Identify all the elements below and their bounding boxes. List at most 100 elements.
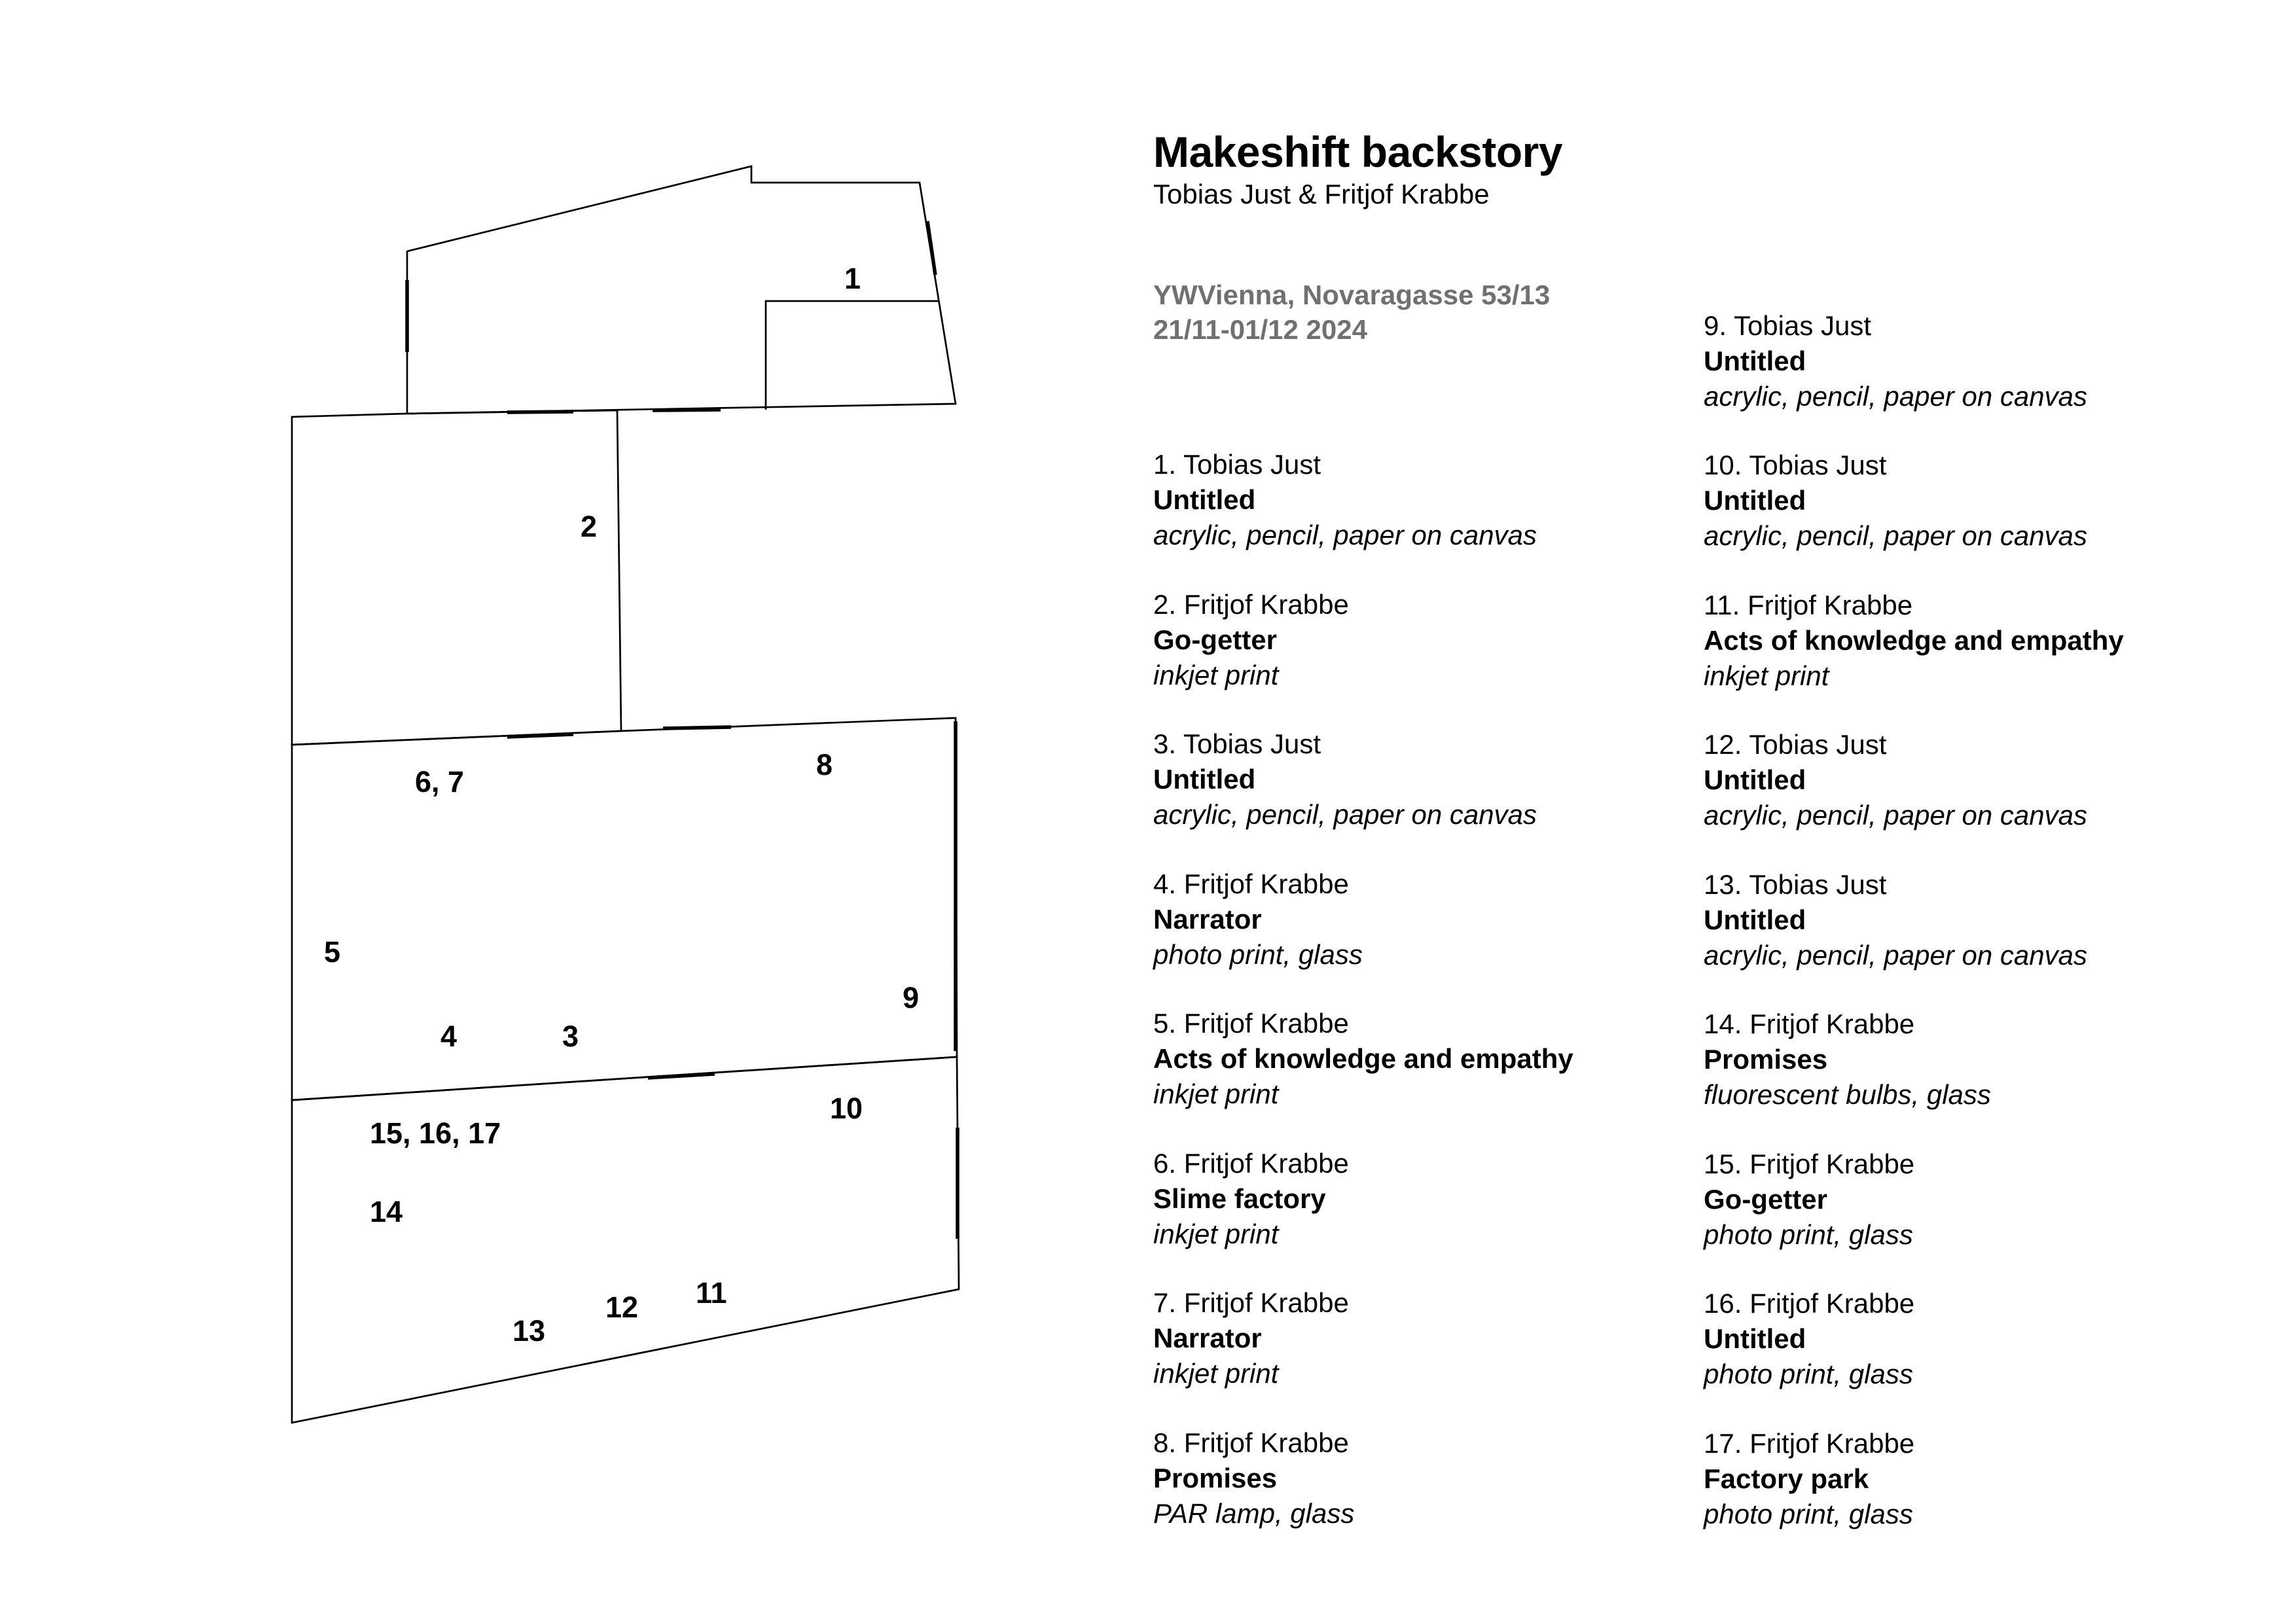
work-title: Acts of knowledge and empathy [1153, 1043, 1573, 1074]
work-number: 2. [1153, 589, 1177, 620]
work-medium: inkjet print [1153, 1079, 1279, 1109]
work-medium: photo print, glass [1153, 939, 1363, 970]
work-entry: 5. Fritjof Krabbe Acts of knowledge and … [1153, 1006, 1573, 1112]
work-entry: 12. Tobias Just Untitled acrylic, pencil… [1704, 727, 2087, 833]
work-artist: Fritjof Krabbe [1749, 1008, 1915, 1039]
work-medium: inkjet print [1153, 1219, 1279, 1249]
position-label: 1 [844, 262, 861, 295]
work-entry: 14. Fritjof Krabbe Promises fluorescent … [1704, 1007, 1991, 1113]
work-medium: photo print, glass [1704, 1219, 1913, 1250]
work-artist: Fritjof Krabbe [1749, 1149, 1915, 1179]
position-label: 3 [562, 1020, 579, 1053]
work-artist: Tobias Just [1733, 310, 1872, 341]
position-label: 11 [696, 1276, 727, 1310]
work-number: 1. [1153, 449, 1177, 480]
window-mark [925, 221, 937, 276]
work-medium: acrylic, pencil, paper on canvas [1153, 799, 1537, 830]
work-artist: Fritjof Krabbe [1183, 1148, 1349, 1179]
position-label: 15, 16, 17 [370, 1116, 501, 1150]
work-number: 12. [1704, 729, 1742, 760]
work-number: 17. [1704, 1428, 1742, 1459]
work-entry: 9. Tobias Just Untitled acrylic, pencil,… [1704, 308, 2087, 414]
work-title: Promises [1153, 1463, 1278, 1493]
work-artist: Fritjof Krabbe [1749, 1428, 1915, 1459]
work-entry: 6. Fritjof Krabbe Slime factory inkjet p… [1153, 1146, 1349, 1252]
position-label: 2 [581, 510, 597, 543]
work-artist: Tobias Just [1183, 449, 1321, 480]
work-entry: 13. Tobias Just Untitled acrylic, pencil… [1704, 867, 2087, 973]
work-number: 8. [1153, 1427, 1177, 1458]
work-number: 16. [1704, 1288, 1742, 1319]
work-number: 3. [1153, 728, 1177, 759]
position-label: 12 [605, 1291, 638, 1324]
work-entry: 3. Tobias Just Untitled acrylic, pencil,… [1153, 726, 1537, 832]
work-artist: Fritjof Krabbe [1183, 868, 1349, 899]
work-entry: 11. Fritjof Krabbe Acts of knowledge and… [1704, 588, 2124, 694]
work-artist: Fritjof Krabbe [1183, 1427, 1349, 1458]
work-entry: 16. Fritjof Krabbe Untitled photo print,… [1704, 1286, 1914, 1392]
work-medium: acrylic, pencil, paper on canvas [1153, 520, 1537, 550]
work-entry: 8. Fritjof Krabbe Promises PAR lamp, gla… [1153, 1425, 1354, 1531]
work-artist: Fritjof Krabbe [1749, 1288, 1915, 1319]
door-mark [647, 1072, 715, 1080]
work-medium: fluorescent bulbs, glass [1704, 1079, 1991, 1110]
work-title: Untitled [1153, 484, 1256, 515]
work-title: Factory park [1704, 1463, 1869, 1494]
position-label: 8 [816, 748, 833, 781]
room-1-inner-wall [764, 300, 939, 410]
work-title: Slime factory [1153, 1183, 1326, 1214]
work-medium: inkjet print [1153, 660, 1279, 690]
work-number: 6. [1153, 1148, 1177, 1179]
position-label: 10 [830, 1092, 863, 1125]
work-title: Acts of knowledge and empathy [1704, 625, 2124, 656]
work-entry: 7. Fritjof Krabbe Narrator inkjet print [1153, 1285, 1349, 1391]
work-artist: Tobias Just [1183, 728, 1321, 759]
door-mark [507, 732, 574, 739]
work-medium: inkjet print [1153, 1358, 1279, 1389]
lower-room-outline [291, 1056, 960, 1424]
work-medium: inkjet print [1704, 660, 1829, 691]
work-title: Go-getter [1704, 1184, 1827, 1215]
work-title: Untitled [1704, 1323, 1806, 1354]
work-entry: 10. Tobias Just Untitled acrylic, pencil… [1704, 448, 2087, 554]
work-artist: Fritjof Krabbe [1747, 590, 1913, 620]
door-mark [662, 725, 732, 730]
work-title: Narrator [1153, 1323, 1262, 1353]
work-medium: photo print, glass [1704, 1359, 1913, 1389]
position-label: 6, 7 [415, 765, 464, 798]
room-1-outline [406, 165, 957, 415]
exhibition-dates: 21/11-01/12 2024 [1153, 314, 1367, 345]
work-number: 5. [1153, 1008, 1177, 1039]
work-artist: Tobias Just [1749, 869, 1887, 900]
work-medium: acrylic, pencil, paper on canvas [1704, 520, 2087, 551]
main-room-outline [291, 717, 958, 1101]
work-medium: acrylic, pencil, paper on canvas [1704, 381, 2087, 412]
work-entry: 2. Fritjof Krabbe Go-getter inkjet print [1153, 587, 1349, 693]
work-entry: 1. Tobias Just Untitled acrylic, pencil,… [1153, 447, 1537, 553]
work-number: 9. [1704, 310, 1727, 341]
venue-address: YWVienna, Novaragasse 53/13 [1153, 279, 1551, 310]
work-artist: Fritjof Krabbe [1183, 589, 1349, 620]
work-number: 14. [1704, 1008, 1742, 1039]
work-number: 15. [1704, 1149, 1742, 1179]
position-label: 13 [512, 1314, 545, 1347]
work-artist: Tobias Just [1749, 450, 1887, 480]
exhibition-title: Makeshift backstory [1153, 128, 1563, 176]
work-medium: photo print, glass [1704, 1499, 1913, 1529]
work-title: Untitled [1153, 764, 1256, 794]
position-label: 9 [903, 981, 919, 1014]
room-2-outline [291, 409, 622, 746]
work-number: 7. [1153, 1287, 1177, 1318]
work-number: 10. [1704, 450, 1742, 480]
work-title: Untitled [1704, 764, 1806, 795]
work-number: 13. [1704, 869, 1742, 900]
work-entry: 15. Fritjof Krabbe Go-getter photo print… [1704, 1147, 1914, 1253]
position-label: 4 [440, 1020, 457, 1053]
exhibition-artists: Tobias Just & Fritjof Krabbe [1153, 179, 1490, 209]
floor-plan: 1 2 6, 7 8 5 9 4 3 10 15, 16, 17 14 11 1… [291, 165, 960, 1424]
work-title: Untitled [1704, 346, 1806, 376]
work-artist: Tobias Just [1749, 729, 1887, 760]
work-entry: 4. Fritjof Krabbe Narrator photo print, … [1153, 866, 1363, 972]
work-title: Untitled [1704, 904, 1806, 935]
work-artist: Fritjof Krabbe [1183, 1287, 1349, 1318]
